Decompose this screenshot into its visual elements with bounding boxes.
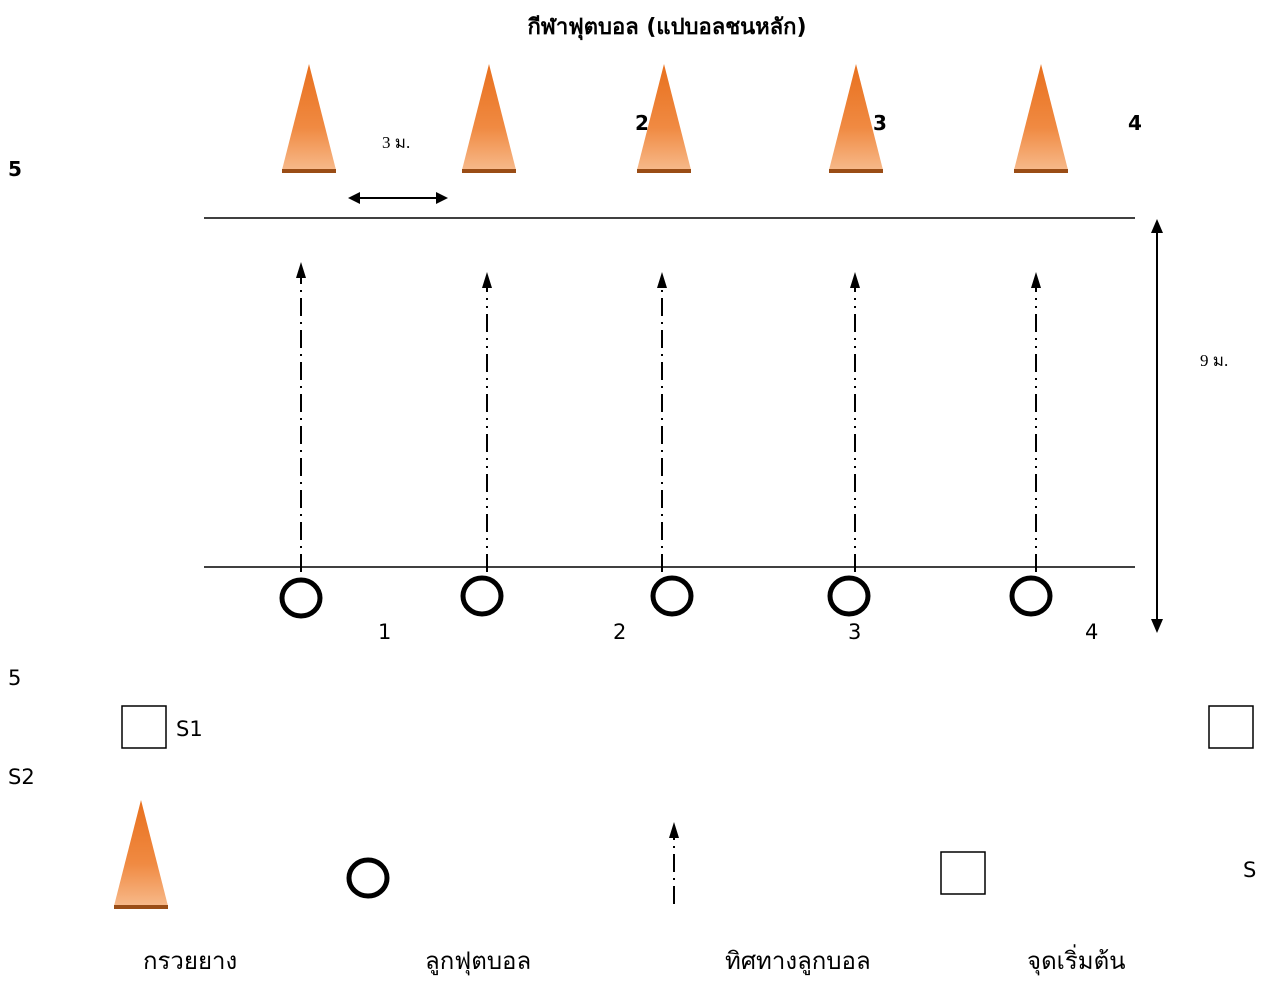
legend-cone-icon	[114, 800, 168, 909]
legend: S กรวยยาง ลูกฟุตบอล ทิศทางลูกบอล จุดเริ่…	[114, 800, 1256, 976]
cone-label: 4	[1128, 111, 1142, 135]
cone	[462, 64, 516, 173]
legend-start-icon	[940, 851, 986, 895]
cone-label: 5	[8, 157, 22, 181]
legend-ball-icon	[346, 857, 390, 899]
cone-spacing-label: 3 ม.	[382, 133, 410, 152]
direction-arrow	[482, 272, 492, 572]
ball	[827, 575, 871, 617]
direction-arrow	[296, 262, 306, 572]
length-arrow	[1151, 219, 1163, 633]
cone	[829, 64, 883, 173]
spacing-arrow	[348, 192, 448, 204]
ball-label: 5	[8, 666, 21, 690]
field-length-label: 9 ม.	[1200, 351, 1228, 370]
ball-label: 1	[378, 620, 391, 644]
direction-arrow	[657, 272, 667, 572]
ball	[460, 575, 504, 617]
start-label-s2: S2	[8, 765, 35, 789]
legend-cone-label: กรวยยาง	[143, 947, 237, 975]
cone-label: 3	[873, 111, 887, 135]
ball-direction-arrows	[296, 262, 1041, 572]
legend-ball-label: ลูกฟุตบอล	[425, 947, 531, 976]
cone	[1014, 64, 1068, 173]
cone	[282, 64, 336, 173]
ball-row	[279, 575, 1053, 619]
cone	[637, 64, 691, 173]
cone-label: 2	[635, 111, 649, 135]
direction-arrow	[850, 272, 860, 572]
legend-start-symbol: S	[1243, 858, 1256, 882]
ball-label: 2	[613, 620, 626, 644]
ball	[279, 577, 323, 619]
legend-direction-icon	[669, 822, 679, 904]
diagram-title: กีฬาฟุตบอล (แปบอลชนหลัก)	[527, 15, 806, 41]
start-box-s2	[1208, 705, 1254, 749]
ball	[650, 575, 694, 617]
cone-row	[282, 64, 1068, 173]
legend-direction-label: ทิศทางลูกบอล	[725, 947, 871, 976]
ball-label: 3	[848, 620, 861, 644]
legend-start-label: จุดเริ่มต้น	[1027, 944, 1126, 976]
direction-arrow	[1031, 272, 1041, 572]
ball-label: 4	[1085, 620, 1098, 644]
start-label-s1: S1	[176, 717, 203, 741]
start-box-s1	[121, 705, 167, 749]
ball	[1009, 575, 1053, 617]
